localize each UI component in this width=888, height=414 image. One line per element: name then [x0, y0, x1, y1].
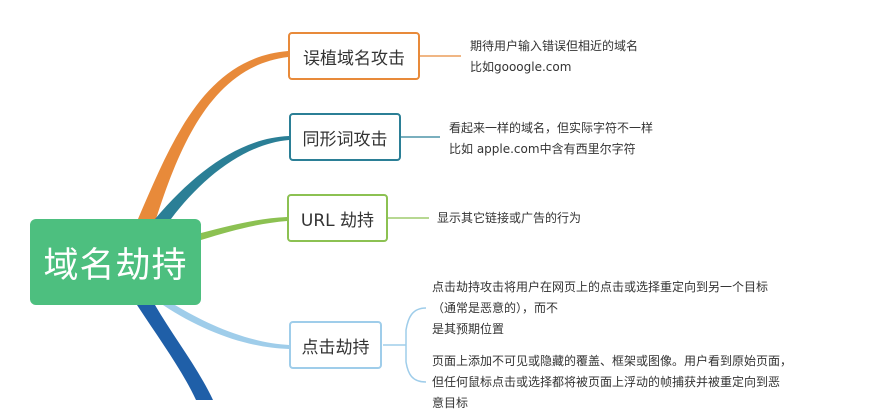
note-line: 是其预期位置	[432, 322, 505, 336]
root-topic: 域名劫持	[30, 219, 201, 305]
note-line: （通常是恶意的），而不	[432, 301, 559, 315]
note-line: 点击劫持攻击将用户在网页上的点击或选择重定向到另一个目标	[432, 280, 769, 294]
connector-branch-4	[163, 305, 289, 349]
connector-branch-1	[138, 51, 288, 219]
note-line: 比如gooogle.com	[470, 60, 572, 74]
connector-branch-hidden	[137, 305, 213, 400]
note-line: 看起来一样的域名，但实际字符不一样	[449, 121, 654, 135]
note-typosquatting: 期待用户输入错误但相近的域名 比如gooogle.com	[470, 36, 638, 78]
note-line: 显示其它链接或广告的行为	[437, 211, 582, 225]
note-bracket-4	[383, 307, 427, 383]
branch-url-hijacking: URL 劫持	[287, 194, 388, 242]
note-url-hijacking: 显示其它链接或广告的行为	[437, 208, 581, 229]
note-line: 但任何鼠标点击或选择都将被页面上浮动的帧捕获并被重定向到恶	[432, 375, 781, 389]
mind-map-connectors	[137, 51, 461, 400]
note-line: 比如 apple.com中含有西里尔字符	[449, 142, 636, 156]
note-clickjacking-definition: 点击劫持攻击将用户在网页上的点击或选择重定向到另一个目标 （通常是恶意的），而不…	[432, 277, 768, 340]
branch-homograph-attack: 同形词攻击	[289, 113, 401, 161]
branch-clickjacking: 点击劫持	[289, 321, 382, 369]
connector-branch-3	[201, 217, 287, 240]
note-clickjacking-method: 页面上添加不可见或隐藏的覆盖、框架或图像。用户看到原始页面， 但任何鼠标点击或选…	[432, 351, 792, 414]
note-line: 期待用户输入错误但相近的域名	[470, 39, 639, 53]
connector-branch-2	[155, 136, 289, 219]
note-homograph: 看起来一样的域名，但实际字符不一样 比如 apple.com中含有西里尔字符	[449, 118, 653, 160]
note-line: 意目标	[432, 396, 469, 410]
branch-typosquatting: 误植域名攻击	[288, 32, 420, 80]
note-line: 页面上添加不可见或隐藏的覆盖、框架或图像。用户看到原始页面，	[432, 354, 793, 368]
